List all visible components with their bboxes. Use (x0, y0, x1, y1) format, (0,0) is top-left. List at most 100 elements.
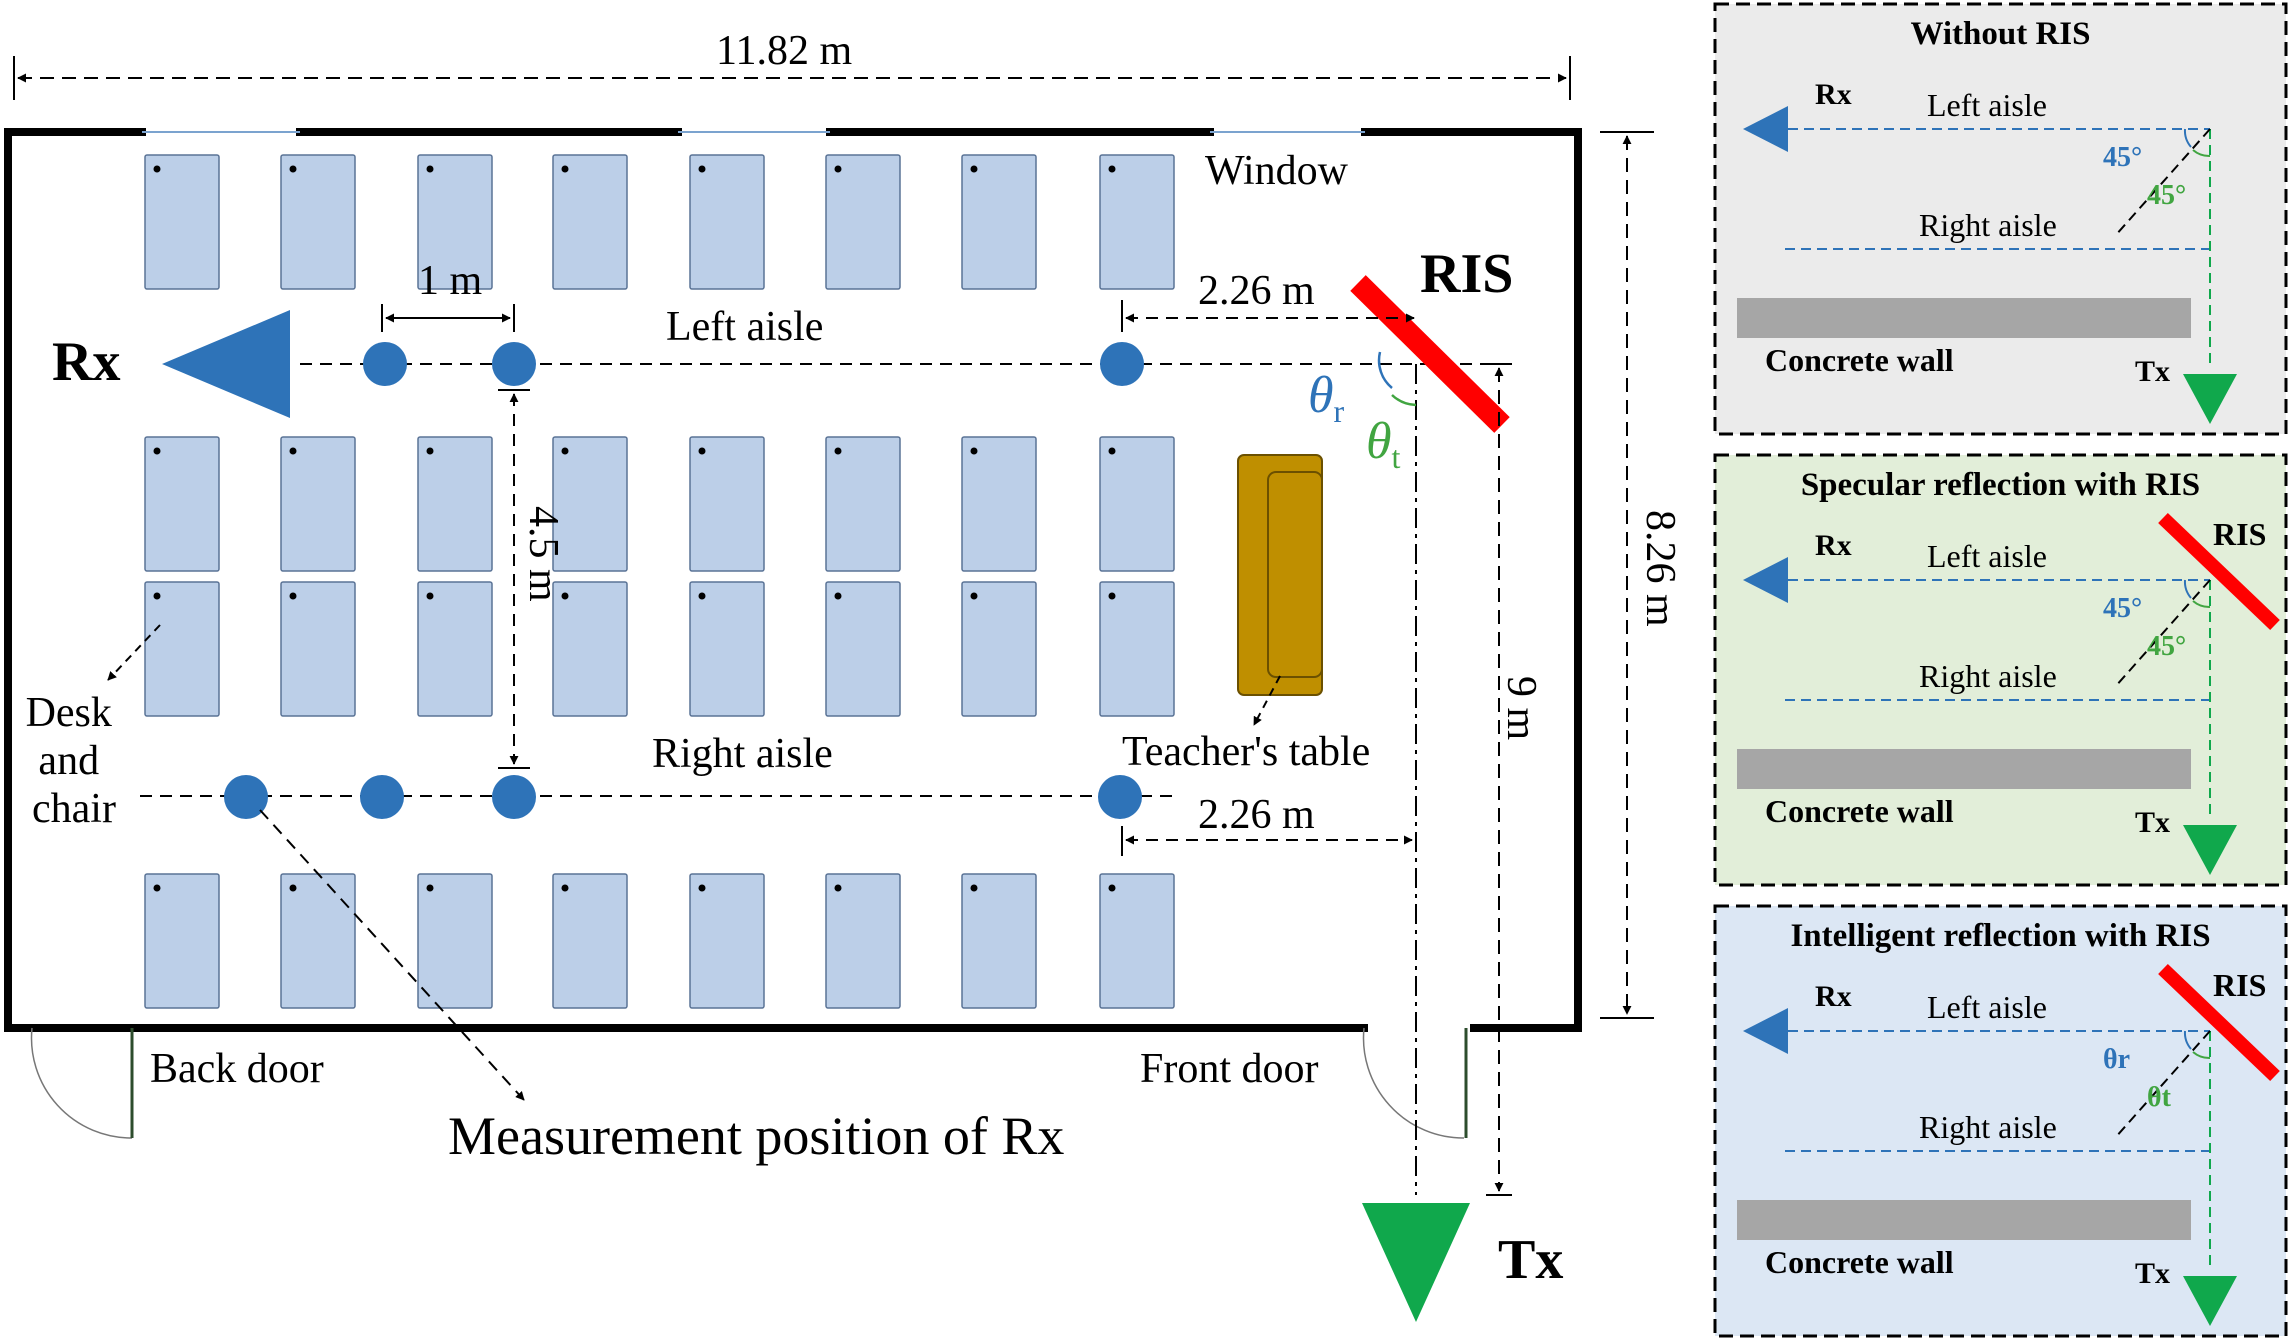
dist-bottom-dimension (1121, 826, 1413, 856)
desk-and-chair (280, 154, 356, 290)
teachers-table-pointer (1253, 675, 1281, 726)
rx-label: Rx (52, 331, 120, 393)
panel-angle-b-label: 45° (2147, 631, 2186, 662)
concrete-wall (1737, 298, 2191, 338)
desk-and-chair (417, 436, 493, 572)
concrete-wall (1737, 749, 2191, 789)
desk-and-chair (552, 581, 628, 717)
desk-and-chair (961, 581, 1037, 717)
tx-antenna-icon (2183, 374, 2237, 424)
desk-and-chair (825, 581, 901, 717)
panel-wall-label: Concrete wall (1765, 793, 1954, 829)
panel-angle-a-label: 45° (2103, 593, 2142, 624)
desk-pointer (107, 624, 161, 681)
window-label: Window (1205, 148, 1349, 194)
rx-antenna-icon (1743, 557, 1788, 603)
desk-and-chair (144, 154, 220, 290)
desk-and-chair (280, 873, 356, 1009)
desk-and-chair (1099, 154, 1175, 290)
panel-angle-a-label: θr (2103, 1044, 2130, 1075)
panel-angle-b-label: θt (2147, 1082, 2172, 1113)
desk-and-chair (825, 436, 901, 572)
desk-and-chair (417, 581, 493, 717)
rx-position (360, 775, 404, 819)
panel-angle-arc-b (2192, 149, 2211, 158)
room-walls (4, 128, 1582, 1032)
rx-antenna-icon (162, 310, 290, 418)
floor-plan: Window Back door Front door Teacher's ta… (4, 28, 1683, 1322)
panel-right-aisle-label: Right aisle (1919, 207, 2057, 243)
four-five-m-dimension (498, 389, 530, 769)
desk-and-chair (144, 581, 220, 717)
desk-and-chair (689, 873, 765, 1009)
desk-and-chair (144, 436, 220, 572)
nine-m-label: 9 m (1498, 676, 1544, 741)
desk-and-chair (825, 873, 901, 1009)
width-label: 11.82 m (716, 28, 852, 74)
desk-and-chair (144, 873, 220, 1009)
panel-angle-arc-a (2183, 579, 2192, 599)
desk-and-chair (417, 873, 493, 1009)
panel-tx-label: Tx (2135, 355, 2170, 388)
panel-wall-label: Concrete wall (1765, 1244, 1954, 1280)
desk-and-chair (1099, 873, 1175, 1009)
panel-angle-arc-a (2183, 128, 2192, 148)
desk-and-chair (1099, 436, 1175, 572)
panel-ris-panel (2158, 512, 2280, 631)
rx-antenna-icon (1743, 106, 1788, 152)
desk-and-chair (825, 154, 901, 290)
desk-and-chair (689, 581, 765, 717)
teachers-table (1237, 454, 1323, 696)
panel-ris-label: RIS (2213, 967, 2266, 1003)
desk-and-chair (552, 873, 628, 1009)
panel-diagonal-line (2114, 128, 2211, 237)
front-door (1362, 1027, 1468, 1139)
panel-angle-a-label: 45° (2103, 142, 2142, 173)
ris-label: RIS (1420, 243, 1513, 305)
rx-positions (224, 342, 1144, 819)
panel-tx-label: Tx (2135, 806, 2170, 839)
panel-diagonal-line (2114, 1030, 2211, 1139)
dist-top-label: 2.26 m (1198, 268, 1315, 314)
panel-rx-label: Rx (1815, 529, 1852, 562)
desk-and-chair (280, 436, 356, 572)
panel-left-aisle-label: Left aisle (1927, 87, 2047, 123)
desk-and-chair (961, 154, 1037, 290)
desk-and-chair (689, 154, 765, 290)
panel-angle-b-label: 45° (2147, 180, 2186, 211)
right-aisle-label: Right aisle (652, 731, 833, 777)
panel-title: Specular reflection with RIS (1801, 467, 2200, 503)
back-door (30, 1027, 134, 1139)
scenario-panel-2: Specular reflection with RIS Rx Left aisle… (1713, 453, 2288, 887)
height-dimension (1600, 131, 1654, 1019)
desk-and-chair (552, 154, 628, 290)
panel-right-aisle-label: Right aisle (1919, 1109, 2057, 1145)
rx-position (1100, 342, 1144, 386)
desk-and-chair (417, 154, 493, 290)
tx-antenna-icon (2183, 1276, 2237, 1326)
panel-rx-label: Rx (1815, 78, 1852, 111)
ris-panel (1350, 275, 1510, 433)
width-dimension (13, 56, 1571, 100)
panel-title: Without RIS (1910, 16, 2090, 52)
theta-r-label: θr (1308, 367, 1345, 429)
desk-and-chair-label: Desk and chair (26, 690, 123, 832)
dist-bottom-label: 2.26 m (1198, 792, 1315, 838)
measurement-label: Measurement position of Rx (448, 1106, 1064, 1166)
panel-left-aisle-label: Left aisle (1927, 538, 2047, 574)
theta-t-label: θt (1366, 413, 1401, 475)
desk-and-chair (961, 873, 1037, 1009)
rx-position (492, 775, 536, 819)
front-door-label: Front door (1140, 1046, 1319, 1092)
rx-position (224, 775, 268, 819)
concrete-wall (1737, 1200, 2191, 1240)
theta-r-arc (1377, 351, 1393, 389)
panel-title: Intelligent reflection with RIS (1790, 918, 2210, 954)
four-five-m-label: 4.5 m (520, 506, 566, 602)
rx-antenna-icon (1743, 1008, 1788, 1054)
panel-left-aisle-label: Left aisle (1927, 989, 2047, 1025)
